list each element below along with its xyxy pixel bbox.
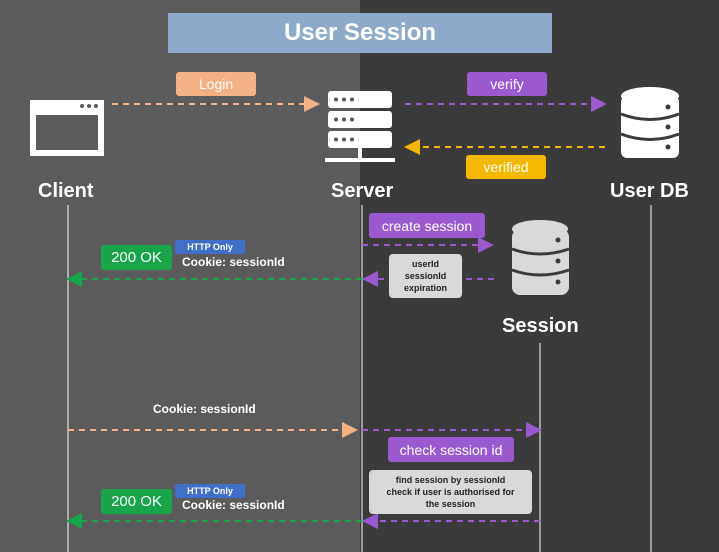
verified-label: verified: [466, 155, 546, 179]
userdb-label: User DB: [610, 180, 689, 202]
check-session-label: check session id: [388, 437, 514, 462]
database-icon: [620, 87, 680, 158]
ok-badge-2: 200 OK: [101, 489, 172, 514]
client-label: Client: [38, 180, 94, 202]
session-field-userid: userId: [411, 259, 439, 269]
find-note-line-1: find session by sessionId: [395, 475, 506, 485]
request-cookie-label: Cookie: sessionId: [153, 402, 256, 416]
cookie-label-2: Cookie: sessionId: [182, 498, 285, 512]
server-label: Server: [331, 180, 394, 202]
session-database-icon: [511, 220, 570, 295]
login-label: Login: [176, 72, 256, 96]
cookie-label-1: Cookie: sessionId: [182, 255, 285, 269]
find-note-line-3: the session: [425, 499, 476, 509]
browser-window-icon: [30, 100, 104, 156]
http-only-badge-2: HTTP Only: [175, 484, 245, 498]
session-field-expiration: expiration: [403, 283, 447, 293]
verify-label: verify: [467, 72, 547, 96]
title-banner: [168, 13, 552, 53]
find-note-line-2: check if user is authorised for: [386, 487, 515, 497]
session-label: Session: [502, 315, 579, 337]
create-session-label: create session: [369, 213, 485, 238]
session-fields-note: userId sessionId expiration: [389, 254, 462, 298]
http-only-badge-1: HTTP Only: [175, 240, 245, 254]
server-rack-icon: [325, 91, 395, 162]
find-session-note: find session by sessionId check if user …: [369, 470, 532, 514]
page-title: User Session: [283, 19, 437, 46]
session-field-sessionid: sessionId: [404, 271, 447, 281]
ok-badge-1: 200 OK: [101, 245, 172, 270]
